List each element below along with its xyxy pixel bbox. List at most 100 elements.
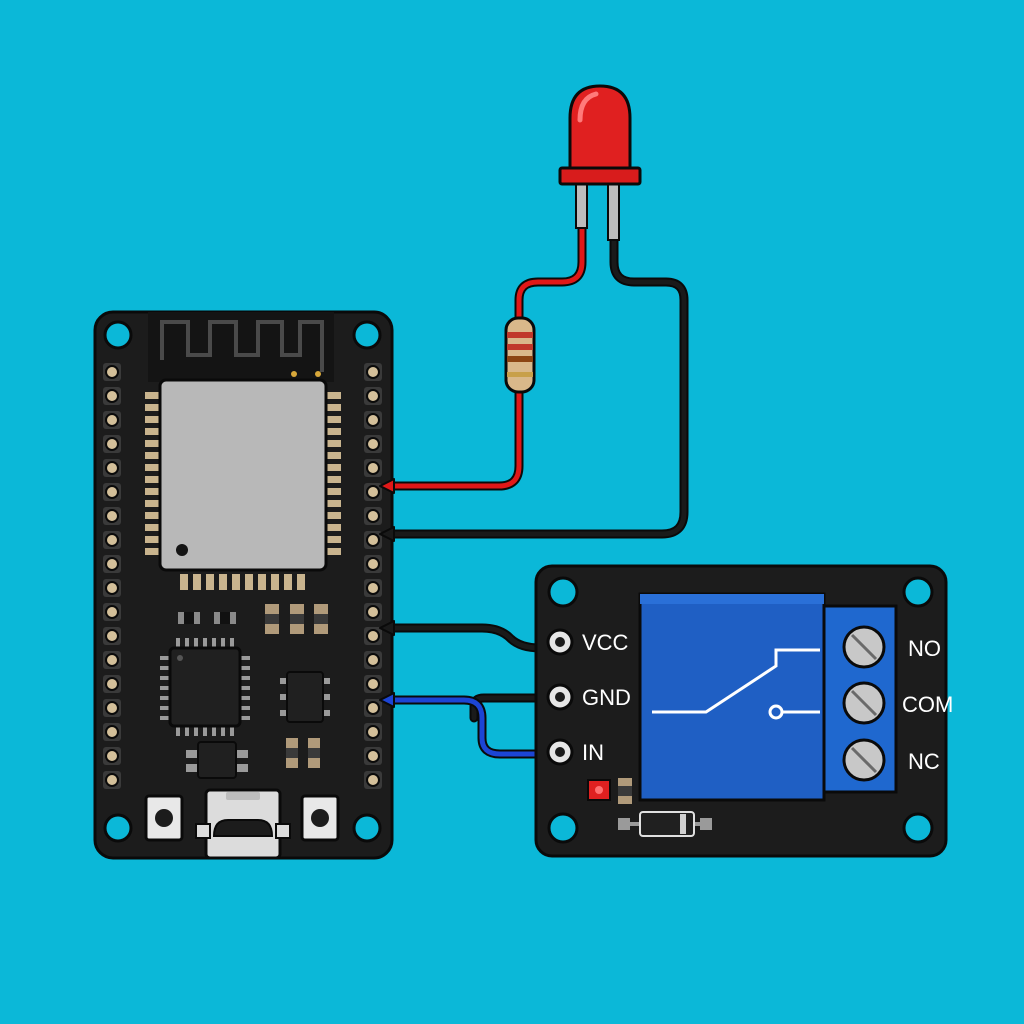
boot-button xyxy=(144,794,184,842)
module-pad xyxy=(145,428,159,435)
relay-body xyxy=(638,592,826,802)
header-pin xyxy=(364,363,382,381)
header-pin xyxy=(103,411,121,429)
wires xyxy=(379,219,689,759)
module-pad xyxy=(327,488,341,495)
header-pin xyxy=(364,459,382,477)
header-pin xyxy=(103,699,121,717)
relay-module: NO COM NC VCC GND IN xyxy=(534,564,953,858)
small-ic xyxy=(280,671,330,723)
header-pin xyxy=(364,603,382,621)
screw-com xyxy=(842,681,886,725)
pin-label-in: IN xyxy=(582,740,604,765)
module-pad xyxy=(145,392,159,399)
esp32-board xyxy=(93,310,394,860)
module-pad xyxy=(193,574,201,590)
header-pin xyxy=(364,699,382,717)
module-pad xyxy=(327,548,341,555)
module-pad xyxy=(145,500,159,507)
mounting-hole xyxy=(547,812,579,844)
module-pad xyxy=(327,404,341,411)
module-pad xyxy=(271,574,279,590)
module-pads xyxy=(145,392,341,590)
header-pin xyxy=(364,627,382,645)
module-pad xyxy=(232,574,240,590)
esp32-module-shield xyxy=(158,378,328,572)
reset-button xyxy=(300,794,340,842)
header-pin xyxy=(103,531,121,549)
module-pad xyxy=(180,574,188,590)
header-pin xyxy=(103,555,121,573)
module-pad xyxy=(327,524,341,531)
red-led xyxy=(558,84,642,241)
module-pad xyxy=(219,574,227,590)
micro-usb-port xyxy=(195,788,291,860)
module-pad xyxy=(327,512,341,519)
header-pin xyxy=(364,579,382,597)
header-pin xyxy=(103,723,121,741)
header-pin xyxy=(103,771,121,789)
pcb-antenna xyxy=(148,312,334,382)
module-pad xyxy=(145,464,159,471)
header-pin xyxy=(103,675,121,693)
module-pad xyxy=(258,574,266,590)
header-pin xyxy=(103,627,121,645)
resistor xyxy=(504,316,536,394)
terminal-label-no: NO xyxy=(908,636,941,661)
usb-uart-chip xyxy=(160,638,250,736)
header-pin xyxy=(364,411,382,429)
module-pad xyxy=(327,500,341,507)
mounting-hole xyxy=(902,812,934,844)
header-pin xyxy=(364,483,382,501)
flyback-diode xyxy=(618,811,712,837)
pin-label-gnd: GND xyxy=(582,685,631,710)
module-pad xyxy=(145,512,159,519)
screw-no xyxy=(842,625,886,669)
module-pad xyxy=(327,416,341,423)
header-pins-left xyxy=(103,363,121,789)
header-pin xyxy=(364,435,382,453)
header-pin xyxy=(103,603,121,621)
header-pin xyxy=(103,363,121,381)
header-pin xyxy=(103,435,121,453)
mounting-hole xyxy=(352,320,382,350)
led-anode-leg xyxy=(575,183,588,229)
module-pad xyxy=(206,574,214,590)
header-pins-right xyxy=(364,363,382,789)
module-pad xyxy=(327,464,341,471)
smd-resistor xyxy=(618,778,632,804)
module-pad xyxy=(145,524,159,531)
wire-red-led xyxy=(387,219,587,491)
module-pad xyxy=(327,452,341,459)
module-pad xyxy=(327,476,341,483)
screw-nc xyxy=(842,738,886,782)
header-pin xyxy=(103,459,121,477)
module-pad xyxy=(327,536,341,543)
header-pin xyxy=(364,387,382,405)
led-cathode-leg xyxy=(607,183,620,241)
mounting-hole xyxy=(103,813,133,843)
header-pin xyxy=(364,507,382,525)
module-pad xyxy=(145,440,159,447)
module-pad xyxy=(284,574,292,590)
smd-components xyxy=(178,604,328,768)
module-pad xyxy=(297,574,305,590)
mounting-hole xyxy=(902,576,934,608)
header-pin xyxy=(364,651,382,669)
module-pad xyxy=(145,452,159,459)
header-pin xyxy=(103,747,121,765)
terminal-label-com: COM xyxy=(902,692,953,717)
voltage-regulator xyxy=(186,741,248,779)
mounting-hole xyxy=(547,576,579,608)
header-pin xyxy=(103,387,121,405)
mounting-hole xyxy=(352,813,382,843)
module-pad xyxy=(145,488,159,495)
pin1-dot xyxy=(176,544,188,556)
screw-terminal-block xyxy=(822,604,898,794)
module-pad xyxy=(145,404,159,411)
header-pin xyxy=(103,507,121,525)
header-pin xyxy=(364,675,382,693)
header-pin xyxy=(103,483,121,501)
module-pad xyxy=(245,574,253,590)
